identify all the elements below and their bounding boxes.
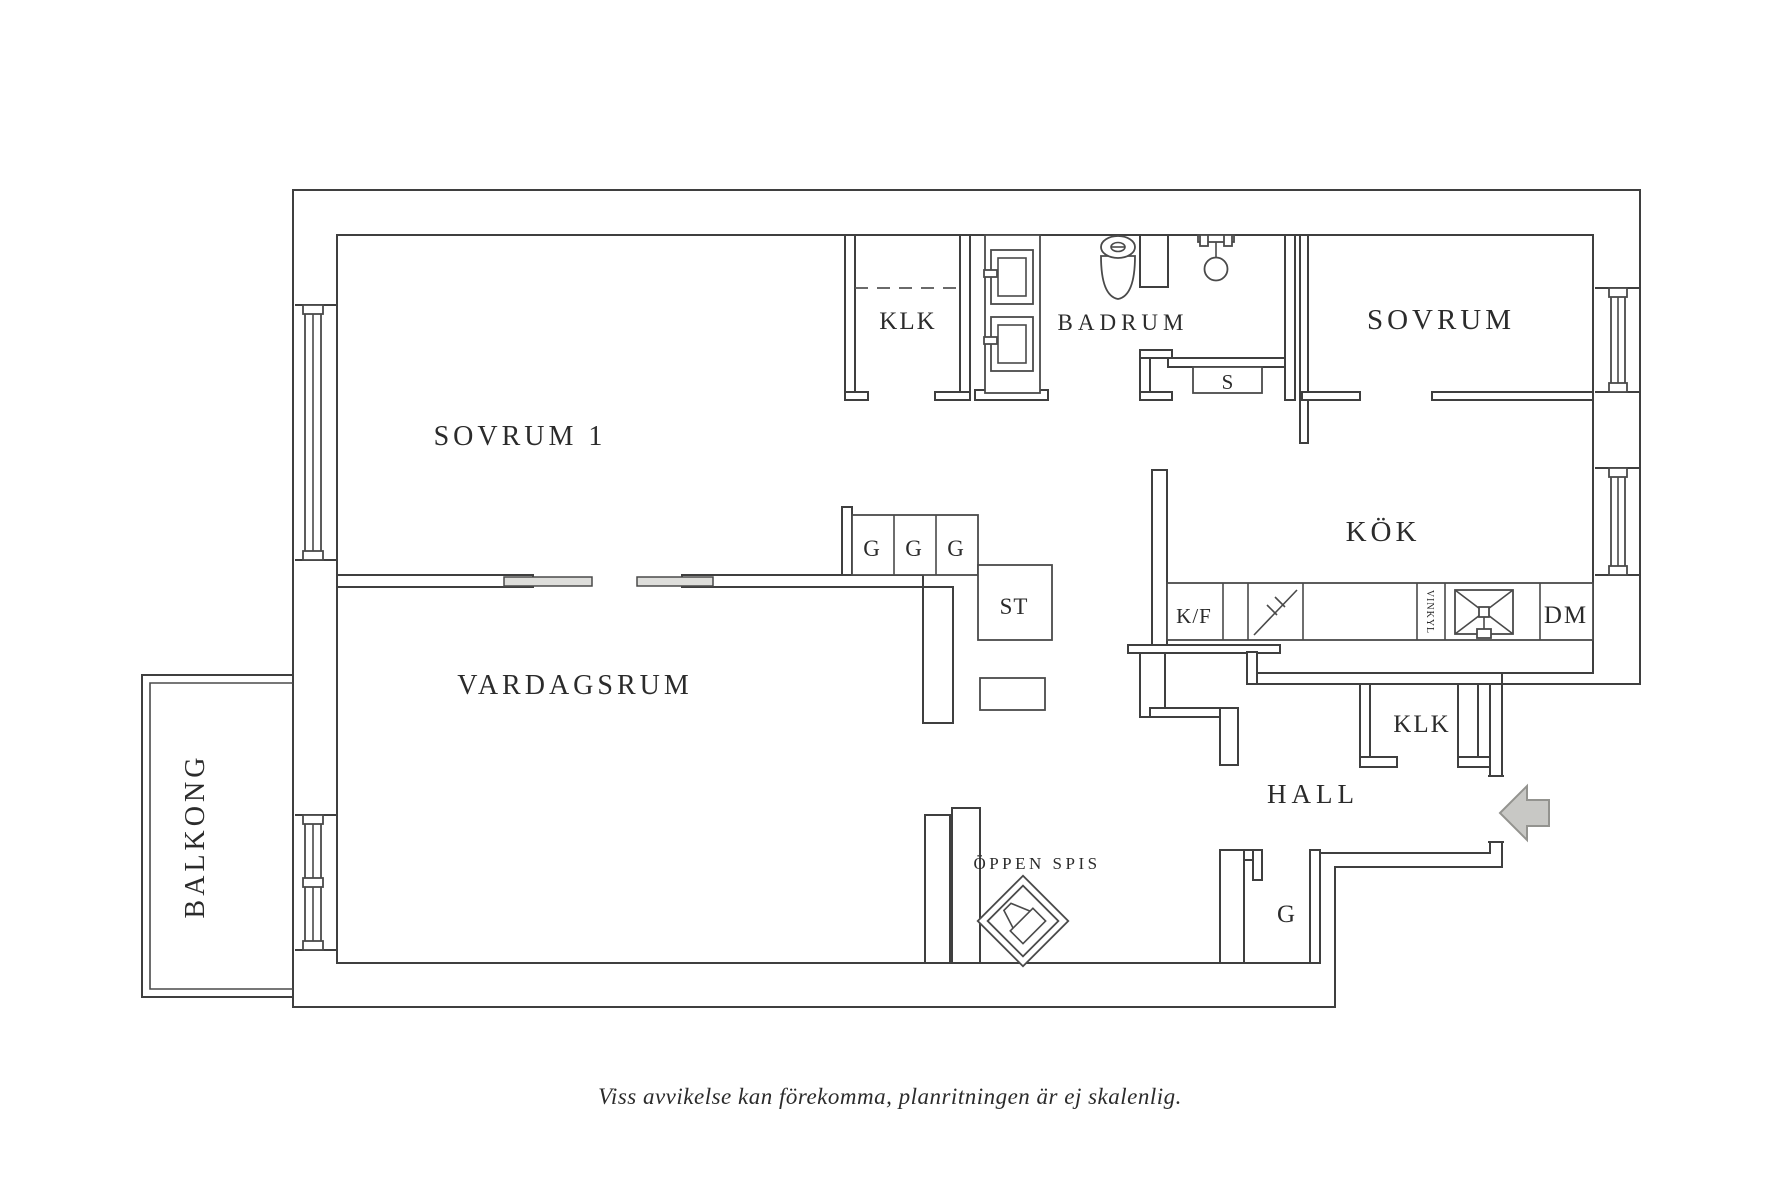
label-g-hall: G <box>1277 901 1297 928</box>
wall-g-hall-east <box>1309 849 1321 964</box>
sink-1-faucet <box>983 269 998 278</box>
cabinet-s-box <box>1192 366 1263 394</box>
label-dm: DM <box>1544 602 1588 629</box>
label-s: S <box>1222 370 1235 394</box>
wall-klk-top-east <box>959 234 971 393</box>
wall-g-hall-west <box>1219 849 1245 964</box>
wall-badrum-sw-a <box>1139 349 1173 359</box>
label-sovrum1: SOVRUM 1 <box>434 421 607 452</box>
label-kok: KÖK <box>1346 516 1421 548</box>
duct-badrum <box>1139 234 1169 288</box>
stove-icon <box>1253 589 1298 636</box>
wall-hall-nw-a <box>1149 707 1221 718</box>
wall-hall-north-connector <box>1246 651 1258 685</box>
kitchen-counter <box>1166 582 1594 641</box>
wall-vardagsrum-east-lower-a <box>924 814 951 964</box>
label-badrum: BADRUM <box>1058 310 1189 335</box>
wall-badrum-east <box>1284 234 1296 401</box>
window-sovrum2 <box>1595 287 1639 393</box>
wall-hall-nw-b <box>1219 707 1239 766</box>
wardrobe-row <box>851 514 979 576</box>
wardrobe-row-stub <box>841 506 853 576</box>
label-oppen-spis: ÖPPEN SPIS <box>973 854 1100 873</box>
sliding-door-left <box>503 576 593 587</box>
wall-klk-hall-west-foot <box>1359 756 1398 768</box>
wall-vardagsrum-east-upper <box>922 586 954 724</box>
window-kok <box>1595 467 1639 576</box>
wall-vardagsrum-east-lower-b <box>951 807 981 964</box>
label-wardrobe-3: G <box>947 536 965 561</box>
wall-badrum-sw-foot <box>1139 391 1173 401</box>
vanity-double-sink <box>983 234 1041 394</box>
label-kf: K/F <box>1176 604 1212 628</box>
wall-klk-hall-east <box>1457 683 1479 758</box>
label-hall: HALL <box>1267 779 1359 809</box>
exterior-wall-ring <box>292 189 1641 1008</box>
wall-klk-top-west-foot <box>844 391 869 401</box>
plan-caption: Viss avvikelse kan förekomma, planritnin… <box>598 1084 1182 1109</box>
sliding-doors <box>503 576 714 587</box>
window-balcony-door <box>295 814 336 951</box>
label-klk-top: KLK <box>879 308 936 335</box>
wall-sovrum1-south-right <box>681 574 924 588</box>
label-balkong: BALKONG <box>180 754 211 919</box>
entrance-opening <box>1487 776 1505 842</box>
exterior-walls <box>292 189 1641 1008</box>
cleaning-closet-box <box>977 564 1053 641</box>
label-st: ST <box>1000 594 1029 619</box>
wall-hall-north <box>1256 672 1503 685</box>
shower-head <box>1197 234 1235 282</box>
wall-kitchen-west <box>1151 469 1168 646</box>
toilet <box>1100 235 1136 300</box>
label-sovrum2: SOVRUM <box>1367 304 1515 336</box>
wall-sovrum2-south-right <box>1431 391 1594 401</box>
wall-g-hall-pocket <box>1252 849 1263 881</box>
label-wardrobe-1: G <box>863 536 881 561</box>
wall-klk-hall-east-foot <box>1457 756 1491 768</box>
closets <box>841 287 1263 711</box>
sink-2-faucet <box>983 336 998 345</box>
wall-corridor-east <box>1139 644 1166 718</box>
label-vardagsrum: VARDAGSRUM <box>457 670 693 701</box>
bathroom-fixtures <box>983 234 1235 394</box>
labels: SOVRUM 1 KLK BADRUM SOVRUM KÖK VARDAGSRU… <box>180 304 1588 1109</box>
windows <box>295 287 1639 951</box>
wall-klk-hall-west <box>1359 683 1371 758</box>
kitchen-sink-icon <box>1454 589 1514 639</box>
sliding-door-right <box>636 576 714 587</box>
interior-walls <box>336 234 1594 964</box>
fireplace-icon <box>976 874 1070 968</box>
counter-run <box>1166 582 1594 641</box>
label-wardrobe-2: G <box>905 536 923 561</box>
wall-kitchen-hall <box>1127 644 1281 654</box>
entrance-arrow-icon <box>1498 783 1550 843</box>
label-klk-hall: KLK <box>1393 711 1450 738</box>
label-vinkyl: VINKYL <box>1424 590 1435 634</box>
wall-sovrum2-south-left <box>1301 391 1361 401</box>
wall-sovrum2-west <box>1299 234 1309 444</box>
wall-klk-top-east-foot <box>934 391 971 401</box>
niche-below-st <box>979 677 1046 711</box>
balcony-outline <box>141 674 293 998</box>
wall-badrum-south <box>1167 357 1286 368</box>
window-sovrum1 <box>295 304 336 561</box>
wall-klk-top-west <box>844 234 856 393</box>
